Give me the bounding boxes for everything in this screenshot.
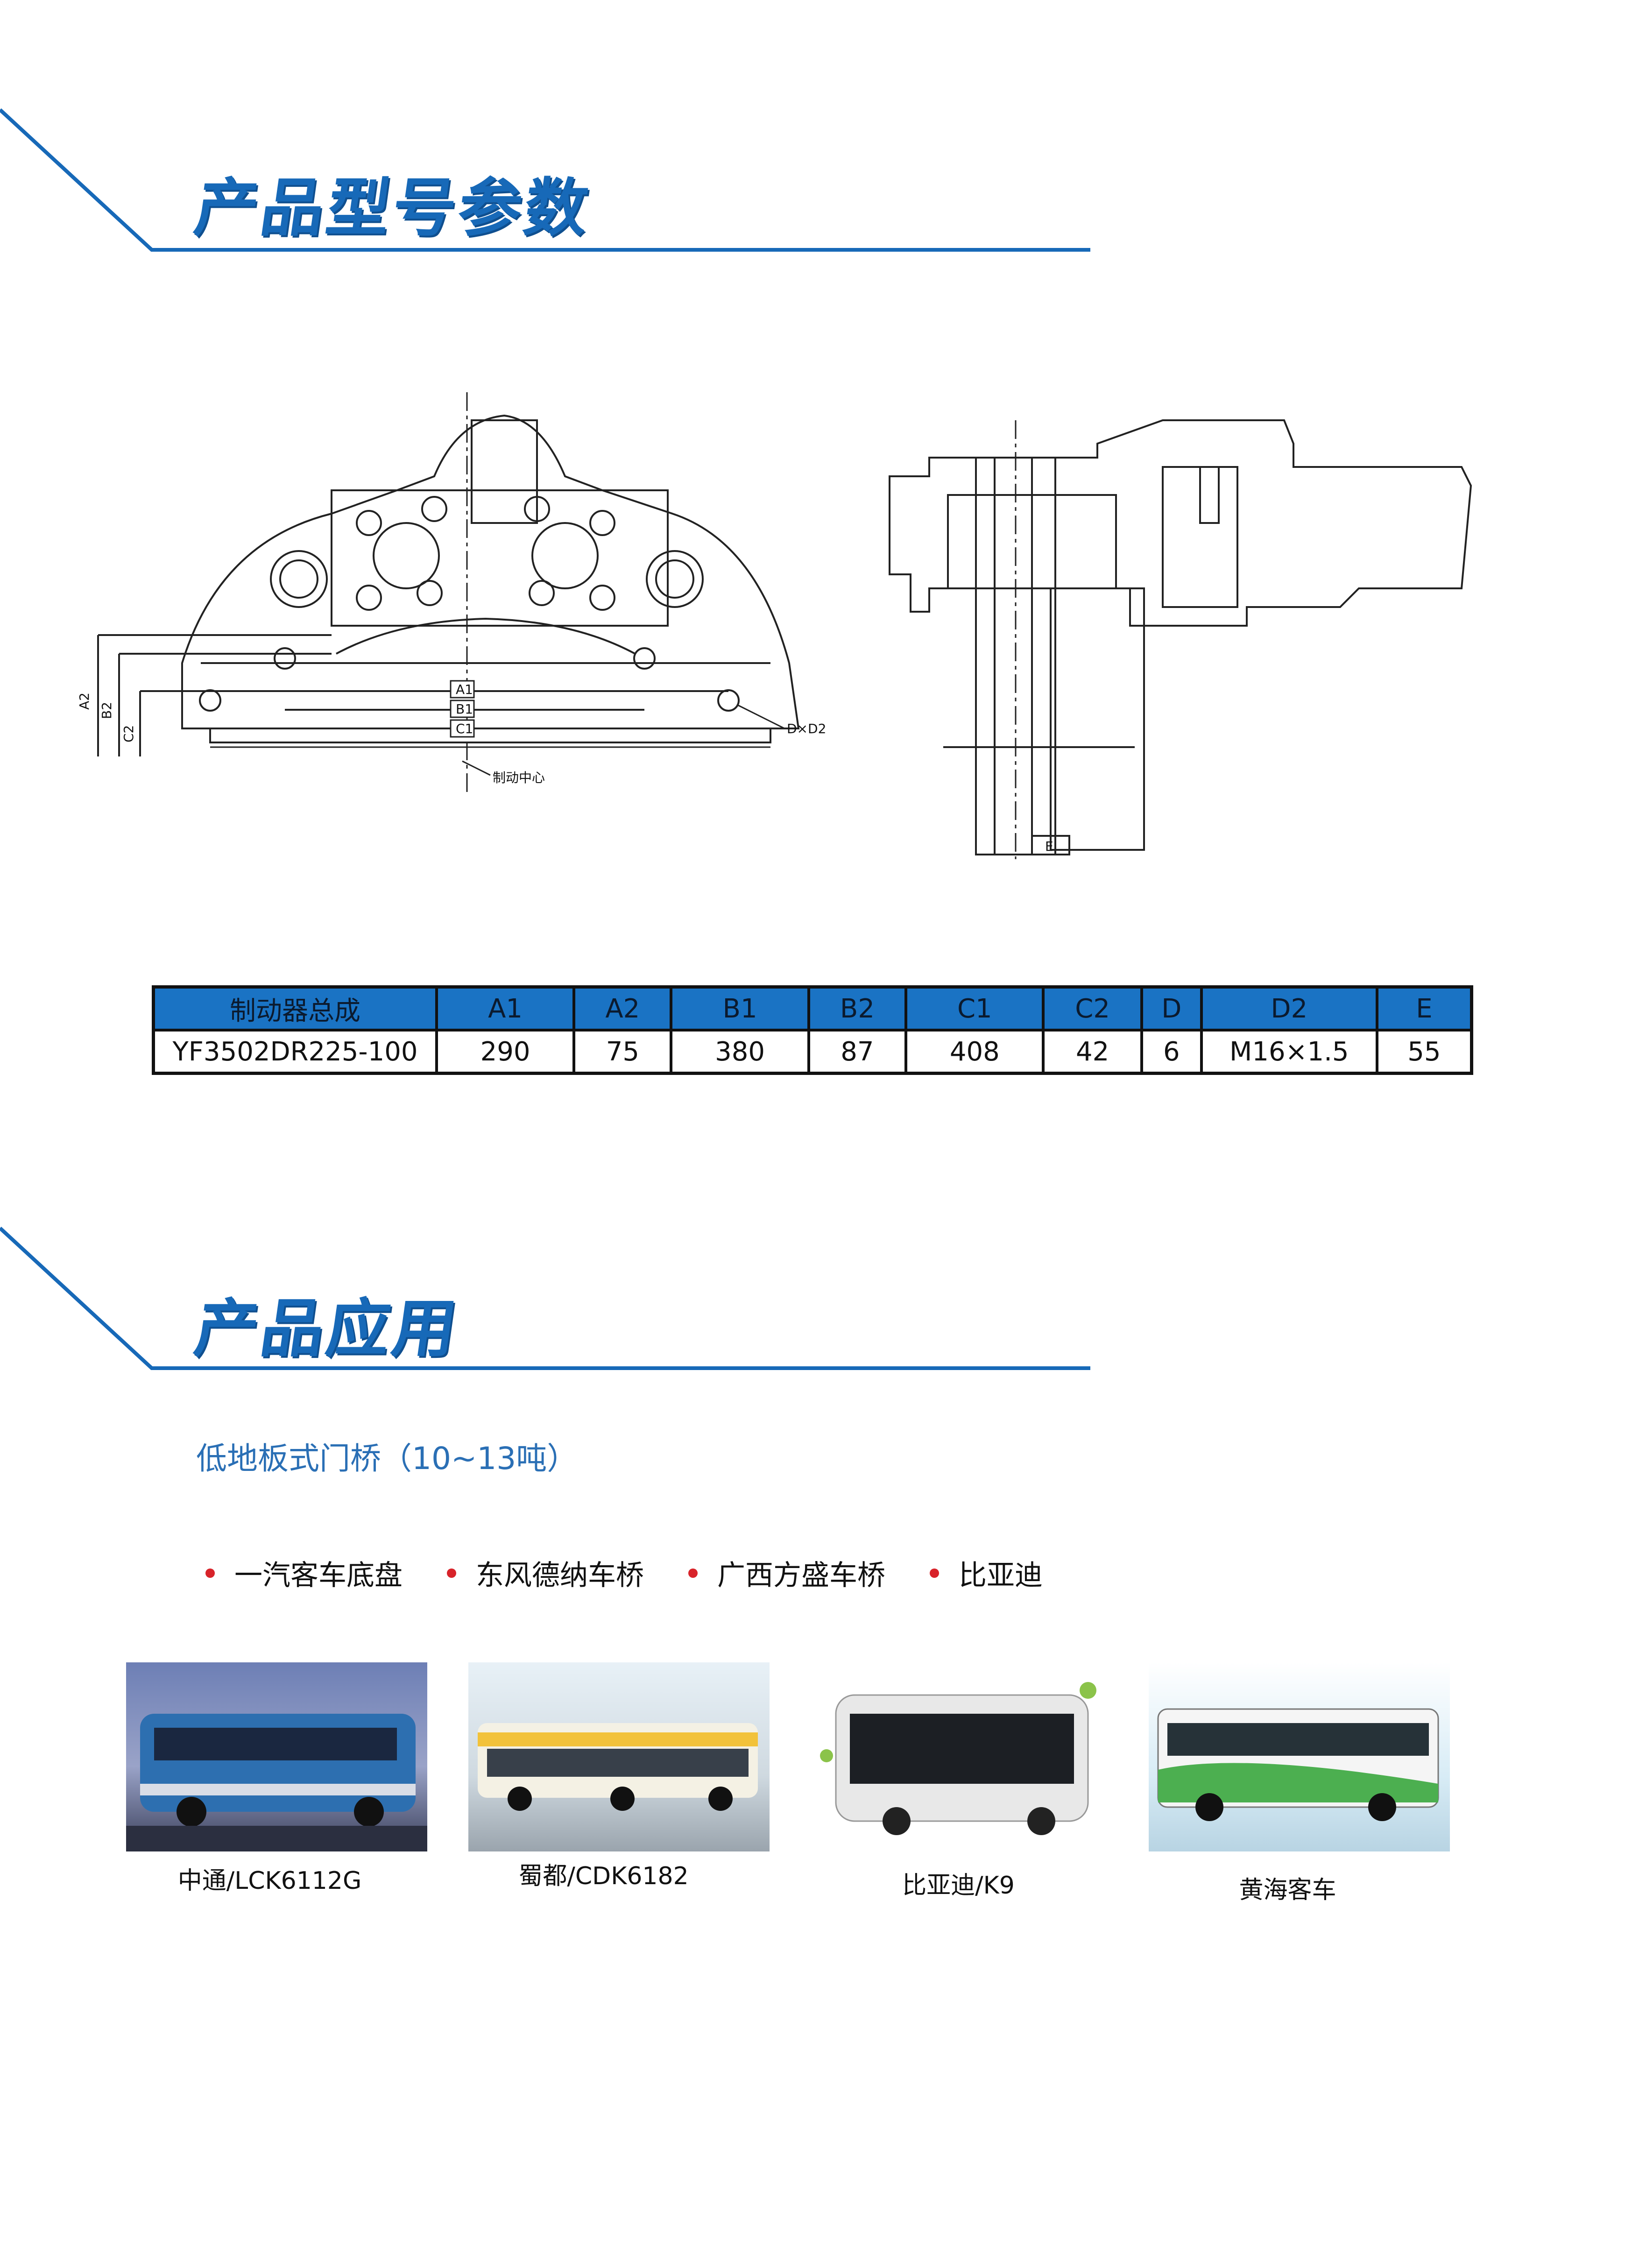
spec-table-header-row: 制动器总成 A1 A2 B1 B2 C1 C2 D D2 E [153,987,1472,1032]
bus-caption: 中通/LCK6112G [177,1867,362,1895]
bus-caption: 蜀都/CDK6182 [518,1862,689,1890]
section-title-params: 产品型号参数 [190,171,596,245]
bus-caption: 黄海客车 [1239,1876,1336,1904]
partner-list: 一汽客车底盘 东风德纳车桥 广西方盛车桥 比亚迪 [205,1553,1043,1593]
bus-photo-huanghai [1149,1662,1450,1851]
brake-center-label: 制动中心 [493,770,545,785]
section-title-application: 产品应用 [190,1292,464,1365]
table-cell: YF3502DR225-100 [153,1030,437,1074]
dim-label-b1: B1 [456,701,473,717]
bus-photo-zhongtong [126,1662,427,1851]
dim-label-a1: A1 [456,682,473,697]
section-accent-line [0,108,1090,252]
header-cell: D [1140,987,1201,1032]
dim-label-c2: C2 [121,725,136,742]
table-cell: 87 [807,1030,906,1074]
bus-photo-byd [808,1662,1109,1851]
list-item: 东风德纳车桥 [447,1553,644,1593]
dim-label-c1: C1 [456,721,473,736]
partner-label: 比亚迪 [959,1559,1043,1592]
header-cell: B2 [807,987,906,1032]
header-cell: C1 [904,987,1044,1032]
table-cell: 290 [435,1030,574,1074]
table-cell: M16×1.5 [1200,1030,1377,1074]
table-cell: 75 [572,1030,671,1074]
bullet-icon [447,1568,456,1578]
header-cell: A2 [572,987,671,1032]
table-cell: 55 [1375,1030,1472,1074]
table-row: YF3502DR225-100 290 75 380 87 408 42 6 M… [153,1030,1472,1074]
table-cell: 380 [670,1030,809,1074]
header-cell: C2 [1042,987,1142,1032]
partner-label: 广西方盛车桥 [717,1559,885,1592]
partner-label: 东风德纳车桥 [476,1559,644,1592]
bullet-icon [930,1568,939,1578]
list-item: 比亚迪 [930,1553,1043,1593]
header-cell: 制动器总成 [153,987,437,1032]
table-cell: 408 [904,1030,1044,1074]
list-item: 广西方盛车桥 [688,1553,885,1593]
spec-table: 制动器总成 A1 A2 B1 B2 C1 C2 D D2 E YF3502DR2… [152,985,1473,1075]
bus-photo-shudu [468,1662,770,1851]
header-cell: D2 [1200,987,1377,1032]
dim-label-a2: A2 [77,692,92,710]
header-cell: B1 [670,987,809,1032]
list-item: 一汽客车底盘 [205,1553,403,1593]
dim-label-b2: B2 [99,702,114,719]
bullet-icon [688,1568,698,1578]
section-accent-line [0,1227,1090,1370]
table-cell: 6 [1140,1030,1201,1074]
dim-label-e: E [1045,839,1053,854]
partner-label: 一汽客车底盘 [234,1559,403,1592]
application-subtitle: 低地板式门桥（10~13吨） [196,1441,578,1477]
dim-label-dxd2: D×D2 [787,721,826,736]
bullet-icon [205,1568,215,1578]
brake-caliper-drawing: A1 B1 C1 A2 B2 C2 D×D2 制动中心 E [77,392,1472,859]
bus-caption: 比亚迪/K9 [902,1872,1015,1900]
header-cell: A1 [435,987,574,1032]
header-cell: E [1375,987,1472,1032]
table-cell: 42 [1042,1030,1142,1074]
